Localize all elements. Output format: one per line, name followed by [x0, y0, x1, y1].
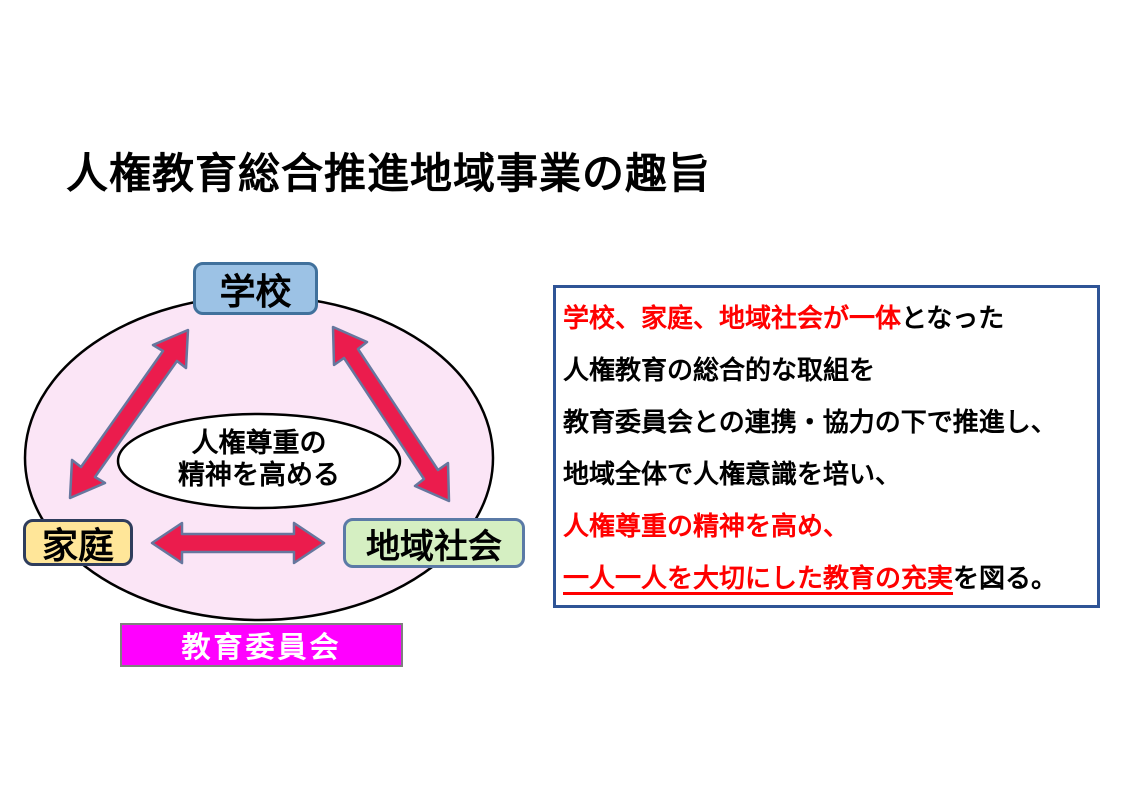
board-of-education-banner: 教育委員会: [120, 623, 403, 667]
center-ellipse-text: 人権尊重の 精神を高める: [118, 427, 400, 491]
node-community: 地域社会: [343, 518, 525, 568]
node-family: 家庭: [23, 519, 133, 566]
summary-line-5: 人権尊重の精神を高め、: [563, 511, 850, 541]
page-title: 人権教育総合推進地域事業の趣旨: [66, 150, 712, 197]
summary-line-1-black: となった: [901, 303, 1005, 333]
summary-line-6-red-underlined: 一人一人を大切にした教育の充実: [563, 563, 954, 593]
summary-line-1-red: 学校、家庭、地域社会が一体: [563, 303, 902, 333]
node-community-label: 地域社会: [366, 527, 502, 566]
node-family-label: 家庭: [41, 524, 114, 566]
summary-line-6: 一人一人を大切にした教育の充実を図る。: [563, 552, 1097, 604]
node-school-label: 学校: [219, 270, 292, 312]
summary-text-box: 学校、家庭、地域社会が一体となった 人権教育の総合的な取組を 教育委員会との連携…: [553, 285, 1100, 608]
board-of-education-label: 教育委員会: [181, 632, 342, 664]
summary-line-3: 教育委員会との連携・協力の下で推進し、: [563, 407, 1057, 437]
center-ellipse-line2: 精神を高める: [178, 460, 340, 490]
arrow-family-community: [150, 521, 326, 565]
inner-ellipse: [116, 412, 402, 510]
node-school: 学校: [193, 262, 318, 315]
center-ellipse-line1: 人権尊重の: [191, 428, 327, 458]
arrow-school-community: [331, 325, 451, 503]
summary-line-2: 人権教育の総合的な取組を: [563, 355, 876, 385]
summary-line-1: 学校、家庭、地域社会が一体となった: [563, 292, 1097, 344]
summary-line-6-black: を図る。: [953, 563, 1058, 593]
arrow-school-family: [68, 328, 190, 500]
summary-line-4: 地域全体で人権意識を培い、: [563, 459, 902, 489]
